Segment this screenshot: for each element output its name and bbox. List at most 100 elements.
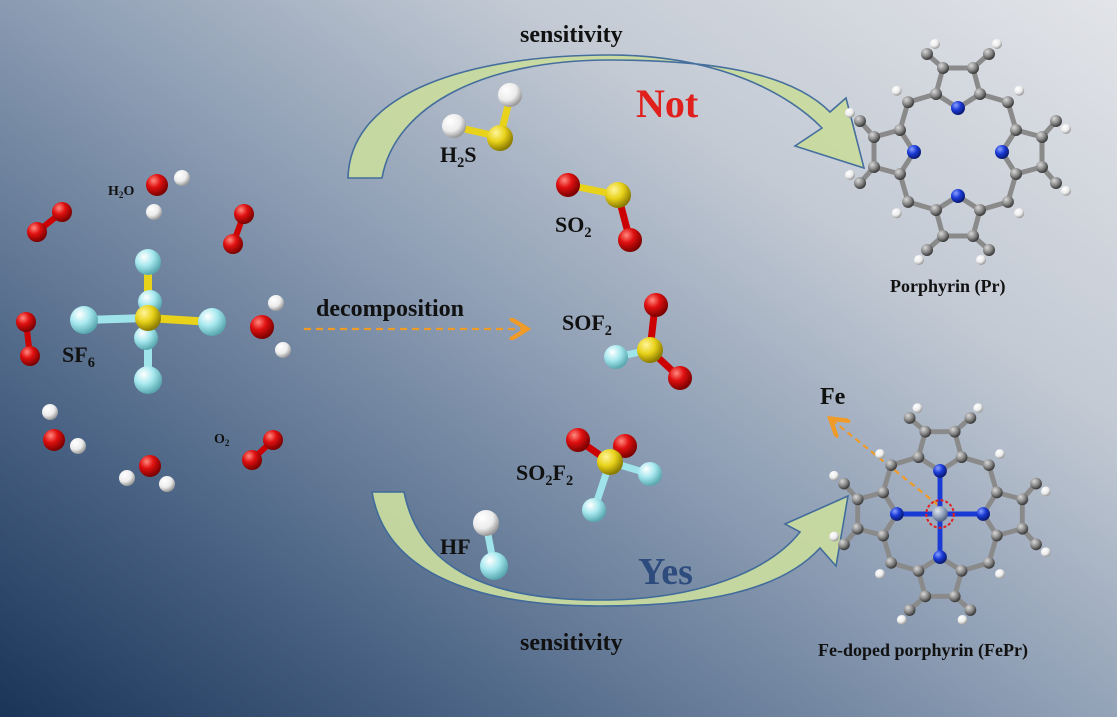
carbon-atom: [902, 96, 915, 109]
porphyrin-molecule: [845, 39, 1071, 265]
carbon-atom: [930, 88, 942, 100]
carbon-atom: [1016, 493, 1029, 506]
carbon-atom: [838, 538, 850, 551]
carbon-atom: [983, 244, 995, 256]
iron-atom: [932, 506, 948, 522]
carbon-atom: [894, 168, 906, 180]
sensitivity-bottom-label: sensitivity: [520, 630, 623, 656]
sensitivity-top-label: sensitivity: [520, 22, 623, 48]
carbon-atom: [990, 486, 1003, 499]
nitrogen-atom: [907, 145, 921, 159]
carbon-atom: [974, 204, 986, 216]
carbon-atom: [1030, 538, 1042, 551]
hydrogen-atom: [1040, 486, 1051, 497]
sf6-label: SF6: [62, 342, 95, 371]
hydrogen-atom: [1061, 186, 1071, 196]
carbon-atom: [964, 604, 977, 616]
carbon-atom: [1016, 522, 1029, 535]
hydrogen-atom: [995, 569, 1005, 579]
h2o-label: H2O: [108, 184, 135, 201]
hydrogen-atom: [875, 449, 885, 459]
carbon-atom: [948, 425, 961, 438]
sof2-label: SOF2: [562, 310, 612, 339]
hydrogen-atom: [875, 569, 885, 579]
carbon-atom: [877, 486, 890, 499]
carbon-atom: [877, 529, 890, 542]
hydrogen-atom: [992, 39, 1002, 49]
hydrogen-atom: [1040, 547, 1051, 558]
hf-molecule: [473, 510, 508, 580]
carbon-atom: [868, 161, 880, 173]
o2-label: O2: [214, 432, 230, 449]
carbon-atom: [983, 48, 995, 60]
carbon-atom: [912, 564, 925, 577]
carbon-atom: [1036, 161, 1048, 173]
carbon-atom: [919, 425, 932, 438]
hydrogen-atom: [1014, 208, 1025, 219]
h2o-molecule-3: [42, 404, 86, 454]
nitrogen-atom: [890, 507, 904, 521]
carbon-atom: [1010, 168, 1022, 180]
carbon-atom: [1036, 131, 1048, 143]
carbon-atom: [902, 195, 915, 208]
hydrogen-atom: [829, 470, 840, 481]
carbon-atom: [974, 88, 986, 100]
fe-label: Fe: [820, 384, 846, 410]
hydrogen-atom: [829, 531, 840, 542]
carbon-atom: [894, 124, 906, 136]
hydrogen-atom: [891, 208, 902, 219]
so2-label: SO2: [555, 212, 592, 241]
carbon-atom: [885, 557, 897, 569]
hydrogen-atom: [1061, 124, 1071, 134]
so2f2-label: SO2F2: [516, 460, 574, 489]
fe-porphyrin-molecule: [829, 403, 1051, 625]
carbon-atom: [1050, 115, 1062, 127]
carbon-atom: [903, 604, 916, 616]
carbon-atom: [1001, 195, 1014, 208]
o2-molecule-3: [16, 312, 40, 366]
carbon-atom: [937, 62, 949, 74]
fe-pointer-arrow: [832, 420, 939, 506]
h2s-label: H2S: [440, 142, 477, 171]
carbon-atom: [967, 230, 979, 242]
hydrogen-atom: [845, 108, 855, 118]
nitrogen-atom: [995, 145, 1009, 159]
carbon-atom: [955, 451, 968, 464]
nitrogen-atom: [951, 101, 965, 115]
hydrogen-atom: [891, 85, 902, 96]
hf-label: HF: [440, 534, 471, 559]
h2o-molecule-2: [250, 295, 291, 358]
so2f2-molecule: [566, 428, 662, 522]
carbon-atom: [937, 230, 949, 242]
carbon-atom: [921, 244, 933, 256]
iron-highlight-circle: [925, 499, 955, 529]
nitrogen-atom: [976, 507, 990, 521]
hydrogen-atom: [930, 39, 940, 49]
carbon-atom: [885, 459, 897, 471]
carbon-atom: [921, 48, 933, 60]
hydrogen-atom: [914, 255, 924, 265]
carbon-atom: [919, 590, 932, 603]
carbon-atom: [912, 451, 925, 464]
hydrogen-atom: [976, 255, 986, 265]
carbon-atom: [1010, 124, 1022, 136]
h2o-molecule-1: [146, 170, 190, 220]
h2s-molecule: [442, 83, 522, 151]
o2-molecule-1: [27, 202, 72, 242]
not-label: Not: [636, 81, 699, 126]
sof2-molecule: [604, 293, 692, 390]
bottom-curved-arrow: [371, 491, 850, 607]
hydrogen-atom: [995, 449, 1005, 459]
nitrogen-atom: [933, 464, 947, 478]
carbon-atom: [1030, 477, 1042, 490]
carbon-atom: [838, 477, 850, 490]
carbon-atom: [1001, 96, 1014, 109]
o2-molecule-2: [223, 204, 254, 254]
hydrogen-atom: [957, 614, 968, 625]
porphyrin-caption: Porphyrin (Pr): [890, 276, 1006, 296]
carbon-atom: [955, 564, 968, 577]
sf6-molecule: [70, 249, 226, 394]
hydrogen-atom: [912, 403, 923, 414]
yes-label: Yes: [638, 551, 693, 593]
